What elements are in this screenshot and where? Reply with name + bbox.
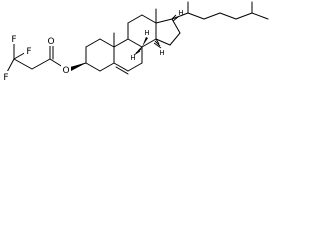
hydrogen-c9-label: H [130,54,135,62]
hydrogen-c8-label: H [144,29,149,37]
ring-a [85,38,115,72]
ring-d [155,18,181,46]
hash-c17 [171,14,179,22]
trifluoropropanoyl-chain [5,43,87,75]
ester-oxygen-label: O [62,66,69,76]
ring-b [113,32,143,75]
side-chain [171,1,269,20]
fluorine-mid-label: F [26,47,31,57]
hash-c14 [153,38,162,49]
hydrogen-c17-label: H [178,9,183,17]
hash-c9 [133,46,143,56]
stereo-bonds [70,14,179,71]
cholesterol-ester-structure: F F F O O H H H H [1,1,269,83]
hydrogen-c14-label: H [159,49,164,57]
fluorine-left-label: F [3,73,8,83]
atom-labels: F F F O O H H H H [1,9,184,83]
carbonyl-oxygen-label: O [47,37,54,47]
fluorine-top-label: F [11,35,16,45]
ring-c [127,8,157,48]
